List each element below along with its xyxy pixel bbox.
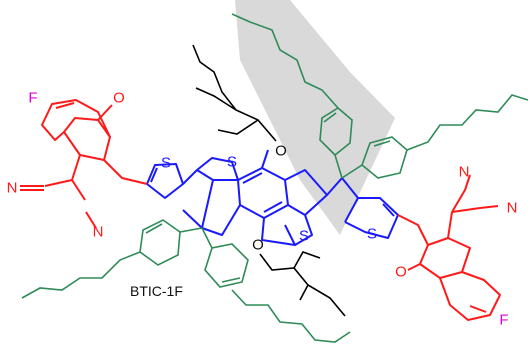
alkoxy-chain-top [192, 44, 277, 142]
oxygen-atom-top: O [275, 143, 287, 160]
nitrogen-atom-right-1: N [459, 164, 470, 181]
aryl-hexyl-bottom-1 [21, 219, 203, 299]
sulfur-atom-4: S [367, 226, 377, 243]
sulfur-atom-1: S [161, 155, 171, 172]
nitrogen-atom-right-2: N [507, 200, 518, 217]
oxygen-atom-left-ketone: O [113, 90, 125, 107]
fused-core [146, 149, 399, 246]
aryl-hexyl-bottom-2 [201, 227, 351, 343]
nitrogen-atom-left-1: N [7, 180, 18, 197]
fluorine-atom-left: F [28, 90, 37, 107]
aryl-hexyl-top-2 [341, 94, 529, 179]
molecule-name-label: BTIC-1F [130, 283, 183, 299]
sulfur-atom-3: S [299, 228, 309, 245]
oxygen-atom-right-ketone: O [395, 264, 407, 281]
alkoxy-chain-bottom [259, 251, 346, 317]
sulfur-atom-2: S [227, 154, 237, 171]
watermark-stripe [235, 0, 395, 235]
nitrogen-atom-left-2: N [93, 224, 104, 241]
end-group-right [397, 174, 501, 321]
oxygen-atom-bottom: O [252, 237, 264, 254]
aryl-hexyl-top-1 [231, 13, 353, 179]
fluorine-atom-right: F [499, 312, 508, 329]
end-group-left [20, 99, 148, 229]
